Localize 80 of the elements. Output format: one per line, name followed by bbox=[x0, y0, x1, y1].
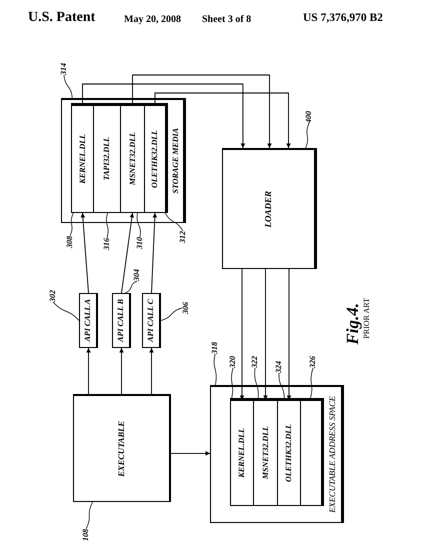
reference-numeral: 326 bbox=[309, 356, 317, 368]
leader-line bbox=[278, 372, 285, 400]
loader-box bbox=[222, 148, 317, 269]
dll-box bbox=[120, 105, 145, 213]
reference-numeral: 318 bbox=[211, 342, 219, 354]
empty-slot-box bbox=[300, 400, 322, 506]
leader-line bbox=[86, 502, 93, 530]
leader-line bbox=[160, 308, 182, 321]
arrow bbox=[170, 451, 210, 456]
arrow bbox=[286, 268, 292, 400]
box-label: API CALL B bbox=[117, 299, 125, 342]
reference-numeral: 310 bbox=[136, 237, 144, 249]
dll-box bbox=[71, 105, 94, 213]
box-label: API CALL A bbox=[84, 299, 92, 342]
leader-line bbox=[136, 212, 141, 238]
reference-numeral: 400 bbox=[305, 111, 313, 123]
arrow bbox=[80, 212, 89, 294]
box-label: API CALL C bbox=[147, 299, 155, 342]
box-label: KERNEL.DLL bbox=[78, 134, 86, 184]
box-label: TAPI32.DLL bbox=[103, 137, 111, 181]
dll-box bbox=[230, 400, 254, 506]
leader-line bbox=[230, 368, 234, 400]
box-label: OLETHK32.DLL bbox=[285, 424, 293, 482]
reference-numeral: 312 bbox=[179, 231, 187, 243]
page-header-text: May 20, 2008 bbox=[124, 15, 181, 25]
box-label: STORAGE MEDIA bbox=[172, 128, 180, 194]
reference-numeral: 108 bbox=[82, 529, 90, 541]
arrow bbox=[86, 348, 91, 394]
box-label: LOADER bbox=[264, 190, 273, 228]
address-space-box bbox=[210, 385, 344, 523]
box-label: MSNET32.DLL bbox=[128, 132, 136, 186]
leader-line bbox=[310, 368, 314, 400]
figure-caption: Fig.4. bbox=[344, 303, 361, 345]
box-label: EXECUTABLE ADDRESS SPACE bbox=[328, 396, 337, 513]
leader-line bbox=[254, 368, 259, 400]
api-call-box bbox=[112, 293, 131, 348]
arrow bbox=[82, 84, 246, 148]
box-label: KERNEL.DLL bbox=[238, 428, 246, 478]
leader-line bbox=[164, 212, 184, 232]
arrow bbox=[263, 268, 268, 400]
reference-numeral: 320 bbox=[229, 356, 237, 368]
leader-line bbox=[64, 74, 73, 98]
reference-numeral: 306 bbox=[182, 302, 190, 314]
reference-numeral: 322 bbox=[251, 356, 259, 368]
api-call-box bbox=[79, 293, 98, 348]
box-label: MSNET32.DLL bbox=[262, 426, 270, 480]
dll-stack-box bbox=[71, 103, 168, 213]
dll-box bbox=[253, 400, 278, 506]
figure-note: PRIOR ART bbox=[363, 298, 371, 339]
leader-line bbox=[124, 280, 138, 294]
reference-numeral: 304 bbox=[133, 269, 141, 281]
page-header-text: Sheet 3 of 8 bbox=[202, 15, 252, 25]
storage-media-box bbox=[61, 98, 186, 223]
reference-numeral: 324 bbox=[275, 361, 283, 373]
arrow bbox=[119, 348, 124, 394]
page-header-text: US 7,376,970 B2 bbox=[303, 13, 383, 24]
leader-line bbox=[70, 212, 74, 236]
arrow bbox=[154, 92, 291, 148]
leader-line bbox=[52, 302, 80, 321]
reference-numeral: 316 bbox=[103, 238, 111, 250]
arrow bbox=[132, 74, 272, 148]
leader-line bbox=[305, 122, 310, 148]
dll-stack-box bbox=[230, 398, 324, 506]
arrow bbox=[121, 212, 134, 294]
executable-box bbox=[73, 394, 171, 502]
arrow bbox=[149, 348, 154, 394]
page-header-text: U.S. Patent bbox=[28, 11, 96, 25]
arrow bbox=[151, 212, 158, 294]
box-label: EXECUTABLE bbox=[117, 420, 126, 476]
leader-line bbox=[106, 212, 108, 238]
reference-numeral: 302 bbox=[49, 290, 57, 302]
leader-line bbox=[214, 354, 217, 386]
dll-box bbox=[277, 400, 301, 506]
dll-box bbox=[144, 105, 166, 213]
dll-box bbox=[93, 105, 121, 213]
api-call-box bbox=[142, 293, 161, 348]
box-label: OLETHK32.DLL bbox=[151, 130, 159, 188]
reference-numeral: 308 bbox=[66, 236, 74, 248]
arrow bbox=[240, 268, 244, 400]
reference-numeral: 314 bbox=[60, 63, 68, 75]
